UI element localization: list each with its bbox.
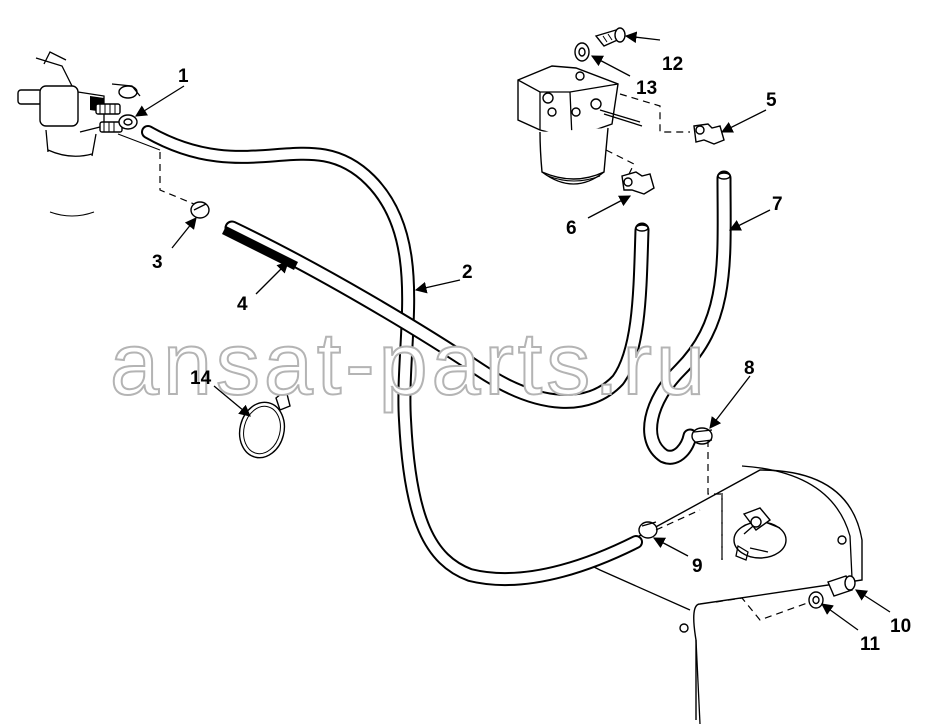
callout-8: 8 bbox=[744, 358, 755, 379]
callout-4: 4 bbox=[237, 294, 248, 315]
fitting-5 bbox=[693, 123, 725, 145]
callout-13: 13 bbox=[636, 78, 657, 99]
hose-7 bbox=[643, 170, 732, 465]
callout-1: 1 bbox=[178, 66, 189, 87]
clamp-9 bbox=[638, 521, 658, 539]
watermark-text: ansat-parts.ru bbox=[110, 314, 709, 413]
callout-11: 11 bbox=[860, 634, 881, 655]
callout-5: 5 bbox=[766, 90, 777, 111]
fuel-filter bbox=[517, 65, 690, 185]
callout-14: 14 bbox=[190, 368, 212, 389]
clamp-1 bbox=[118, 114, 138, 130]
clamp-3 bbox=[190, 201, 210, 219]
clamp-8 bbox=[691, 427, 713, 445]
hose-4 bbox=[222, 220, 650, 409]
bolt-12 bbox=[594, 27, 626, 47]
fitting-6 bbox=[621, 171, 655, 195]
callout-3: 3 bbox=[152, 252, 163, 273]
callout-7: 7 bbox=[772, 194, 783, 215]
hose-2 bbox=[141, 125, 643, 587]
bolt-10 bbox=[827, 575, 856, 597]
callout-10: 10 bbox=[890, 616, 911, 637]
leader-arrows bbox=[135, 31, 891, 631]
callout-9: 9 bbox=[692, 556, 703, 577]
callout-6: 6 bbox=[566, 218, 577, 239]
fuel-pump bbox=[17, 51, 161, 217]
assembly-lines bbox=[159, 152, 811, 621]
washer-13 bbox=[574, 42, 590, 62]
washer-11 bbox=[808, 591, 824, 609]
callout-12: 12 bbox=[662, 54, 683, 75]
callout-2: 2 bbox=[462, 262, 473, 283]
